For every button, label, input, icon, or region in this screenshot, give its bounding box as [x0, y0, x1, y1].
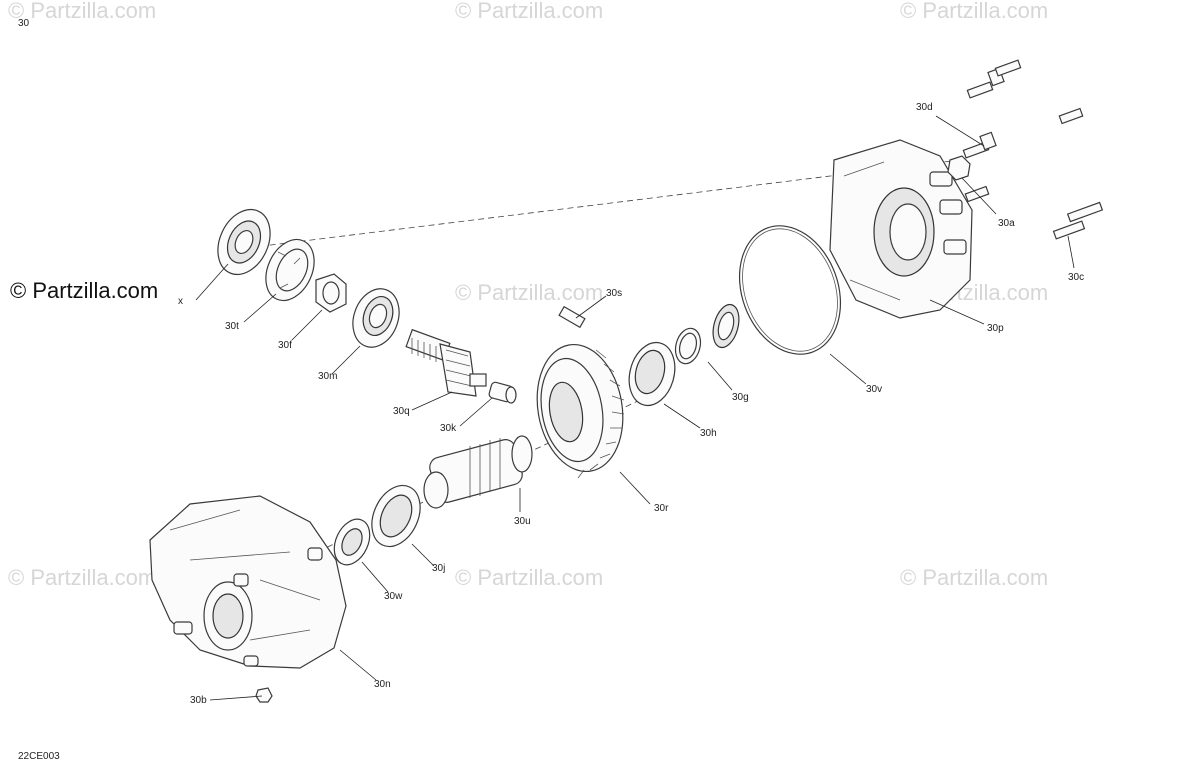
label-30g: 30g [732, 392, 749, 403]
label-30f: 30f [278, 340, 292, 351]
part-30t-ring [265, 238, 315, 302]
part-30d-bolts [962, 59, 1084, 203]
label-30c: 30c [1068, 272, 1084, 283]
label-30b: 30b [190, 695, 207, 706]
watermark: © Partzilla.com [8, 565, 156, 590]
copyright-text: © Partzilla.com [10, 278, 158, 303]
label-30h: 30h [700, 428, 717, 439]
callout-labels: x 30t 30f 30m 30q 30k 30s 30r 30u 30h 30… [178, 102, 1084, 706]
part-30p-housing-cover [829, 139, 973, 319]
label-30u: 30u [514, 516, 531, 527]
part-30v-oring [738, 225, 842, 355]
label-30d: 30d [916, 102, 933, 113]
page-number: 30 [18, 18, 30, 29]
label-30w: 30w [384, 591, 403, 602]
watermark: © Partzilla.com [900, 0, 1048, 23]
watermark: © Partzilla.com [8, 0, 156, 23]
label-30t: 30t [225, 321, 239, 332]
part-30r-ring-gear [536, 343, 625, 479]
part-30c-bolts [1052, 201, 1104, 240]
label-30a: 30a [998, 218, 1015, 229]
part-30h-bearing [628, 341, 676, 407]
part-30q-pinion [405, 328, 487, 397]
part-30x-seal [217, 208, 271, 276]
leader-lines [195, 115, 1075, 701]
watermark: © Partzilla.com [455, 280, 603, 305]
label-30s: 30s [606, 288, 622, 299]
part-30s-pin [558, 305, 586, 329]
part-30j-bearing [371, 484, 421, 548]
part-30b-plug [255, 687, 273, 703]
label-30n: 30n [374, 679, 391, 690]
label-30p: 30p [987, 323, 1004, 334]
part-30u-spool [423, 435, 533, 509]
label-30v: 30v [866, 384, 882, 395]
part-30n-housing [149, 495, 347, 669]
watermark: © Partzilla.com [900, 565, 1048, 590]
label-30q: 30q [393, 406, 410, 417]
watermark: © Partzilla.com [455, 0, 603, 23]
label-30k: 30k [440, 423, 457, 434]
watermarks: © Partzilla.com © Partzilla.com © Partzi… [8, 0, 1048, 590]
part-30w-seal [333, 518, 371, 566]
label-30r: 30r [654, 503, 669, 514]
part-30m-bearing [352, 288, 400, 348]
part-30k-bushing [488, 381, 517, 404]
label-30j: 30j [432, 563, 445, 574]
label-30x: x [178, 296, 183, 307]
part-30g-shim [674, 303, 740, 365]
watermark: © Partzilla.com [455, 565, 603, 590]
part-30f-nut [315, 273, 347, 313]
figure-code: 22CE003 [18, 751, 60, 762]
part-30a-plug [947, 155, 971, 181]
label-30m: 30m [318, 371, 337, 382]
